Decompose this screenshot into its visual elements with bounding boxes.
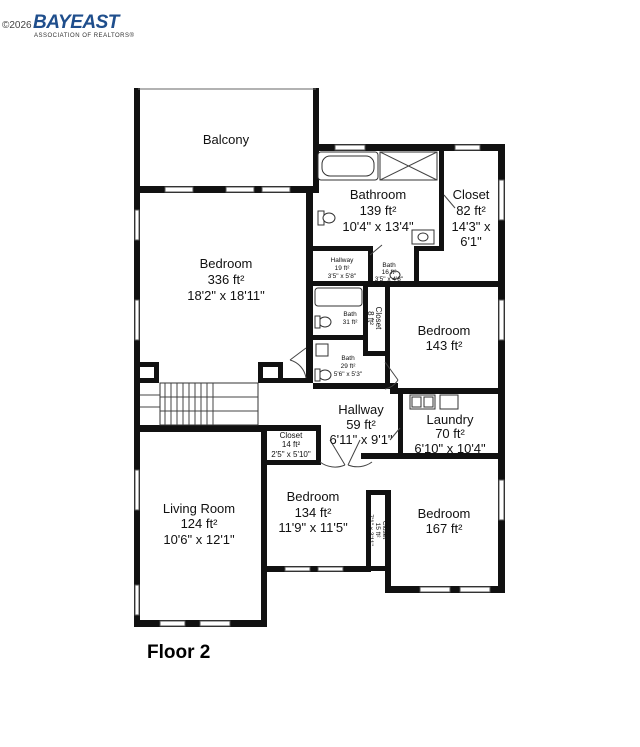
label-bath29-area: 29 ft² bbox=[341, 363, 357, 370]
label-bath16-name: Bath bbox=[382, 262, 396, 269]
windows bbox=[134, 144, 505, 627]
label-bathroom-name: Bathroom bbox=[350, 187, 406, 202]
label-closet14-area: 14 ft² bbox=[282, 440, 301, 449]
label-hallway-small-area: 19 ft² bbox=[335, 265, 351, 272]
label-master-bedroom-dims: 18'2" x 18'11" bbox=[187, 288, 265, 303]
logo-subtext: ASSOCIATION OF REALTORS® bbox=[34, 33, 135, 39]
room-labels: Balcony Bathroom 139 ft² 10'4" x 13'4" C… bbox=[163, 132, 491, 547]
label-closet14-name: Closet bbox=[280, 431, 303, 440]
label-closet15-dims: 7'1" x 3'11" bbox=[367, 514, 374, 546]
label-living-room-dims: 10'6" x 12'1" bbox=[163, 532, 235, 547]
logo-text: BAYEAST bbox=[33, 12, 119, 33]
label-bedroom167-name: Bedroom bbox=[418, 506, 471, 521]
label-bathroom-dims: 10'4" x 13'4" bbox=[342, 219, 414, 234]
label-bedroom134-area: 134 ft² bbox=[295, 505, 333, 520]
label-bedroom167-area: 167 ft² bbox=[426, 521, 464, 536]
label-bedroom143-area: 143 ft² bbox=[426, 338, 464, 353]
label-bath16-dims: 3'5" x 4'8" bbox=[375, 276, 404, 283]
label-living-room-area: 124 ft² bbox=[181, 516, 219, 531]
label-bedroom134-dims: 11'9" x 11'5" bbox=[278, 520, 348, 535]
label-hallway-area: 59 ft² bbox=[346, 417, 376, 432]
label-living-room-name: Living Room bbox=[163, 501, 235, 516]
label-laundry-name: Laundry bbox=[427, 412, 474, 427]
label-bath31-area: 31 ft² bbox=[343, 319, 359, 326]
label-hallway-small-dims: 3'5" x 5'8" bbox=[328, 273, 357, 280]
label-closet8-name: Closet bbox=[374, 307, 383, 330]
label-closet-top-area: 82 ft² bbox=[456, 203, 486, 218]
label-bedroom134-name: Bedroom bbox=[287, 489, 340, 504]
label-master-bedroom-name: Bedroom bbox=[200, 256, 253, 271]
label-closet15-area: 15 ft² bbox=[374, 523, 381, 539]
label-bedroom143-name: Bedroom bbox=[418, 323, 471, 338]
label-laundry-dims: 6'10" x 10'4" bbox=[414, 441, 486, 456]
label-balcony: Balcony bbox=[203, 132, 250, 147]
fixtures bbox=[140, 151, 459, 426]
label-bath16-area: 16 ft² bbox=[382, 269, 398, 276]
wall-balcony-right bbox=[313, 88, 319, 192]
label-closet-top-dims1: 14'3" x bbox=[452, 219, 491, 234]
label-closet-top-name: Closet bbox=[453, 187, 490, 202]
label-laundry-area: 70 ft² bbox=[435, 426, 465, 441]
doors bbox=[289, 194, 456, 468]
label-closet8-area: 8 ft² bbox=[366, 311, 375, 325]
copyright-text: ©2026 bbox=[2, 20, 32, 31]
label-closet-top-dims2: 6'1" bbox=[460, 234, 482, 249]
label-hallway-name: Hallway bbox=[338, 402, 384, 417]
label-bath31-name: Bath bbox=[343, 311, 357, 318]
label-hallway-dims: 6'11" x 9'1" bbox=[329, 432, 392, 447]
floor-title: Floor 2 bbox=[147, 642, 211, 663]
label-bath29-name: Bath bbox=[341, 355, 355, 362]
label-bath29-dims: 5'6" x 5'3" bbox=[334, 371, 363, 378]
label-master-bedroom-area: 336 ft² bbox=[208, 272, 246, 287]
wall-balcony-left bbox=[134, 88, 140, 192]
label-hallway-small-name: Hallway bbox=[331, 257, 355, 264]
label-bathroom-area: 139 ft² bbox=[360, 203, 398, 218]
label-closet15-name: Closet bbox=[381, 521, 388, 540]
label-closet14-dims: 2'5" x 5'10" bbox=[271, 450, 311, 459]
